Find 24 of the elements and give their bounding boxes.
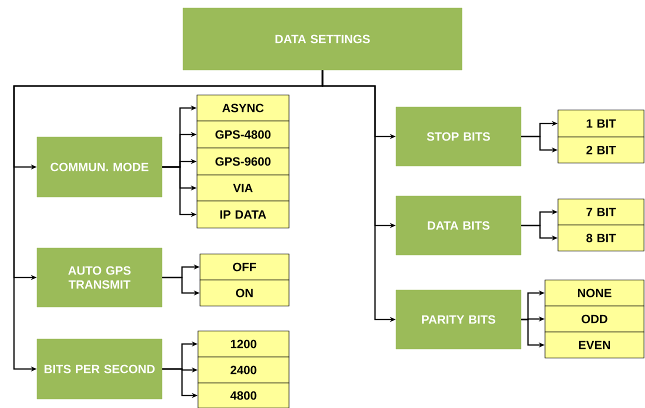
option-box: 7 BIT [558, 198, 644, 226]
option-box: GPS-9600 [196, 148, 290, 176]
option-box: ASYNC [196, 94, 290, 122]
option-box: NONE [544, 280, 644, 306]
option-box: EVEN [544, 332, 644, 358]
option-box: ODD [544, 306, 644, 332]
option-box: ON [200, 280, 290, 306]
category-box: PARITY BITS [396, 290, 522, 350]
category-box: AUTO GPS TRANSMIT [36, 248, 162, 308]
option-box: GPS-4800 [196, 120, 290, 148]
option-box: 1200 [198, 330, 290, 358]
option-box: 8 BIT [558, 224, 644, 252]
option-box: 4800 [198, 382, 290, 408]
option-box: OFF [200, 254, 290, 280]
option-box: VIA [196, 174, 290, 202]
category-box: DATA BITS [396, 196, 522, 256]
option-box: 2400 [198, 356, 290, 384]
option-box: 1 BIT [558, 110, 644, 138]
category-box: COMMUN. MODE [36, 136, 162, 198]
category-box: BITS PER SECOND [36, 338, 162, 400]
category-box: DATA SETTINGS [182, 8, 462, 70]
option-box: 2 BIT [558, 136, 644, 164]
category-box: STOP BITS [396, 106, 522, 166]
option-box: IP DATA [196, 200, 290, 228]
